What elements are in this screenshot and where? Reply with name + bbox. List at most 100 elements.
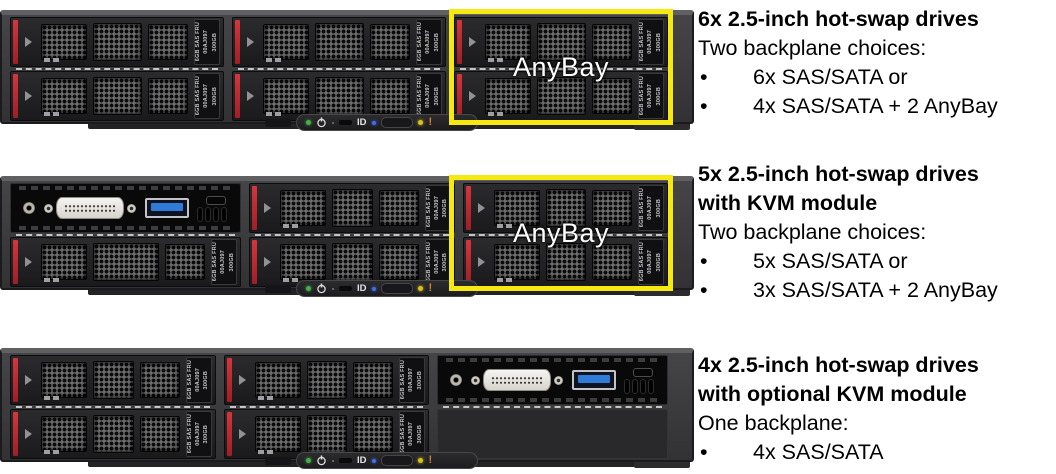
- drive-activity-leds: [257, 396, 273, 400]
- drive-bay: 6GB SAS FRU 00AJ097 300GB: [454, 17, 668, 67]
- drive-fru-label-line: 300GB: [211, 32, 218, 52]
- drive-fru-label-line: 6GB SAS FRU: [400, 414, 407, 454]
- drive-fru-label-line: 300GB: [416, 424, 423, 444]
- drive-bay: 6GB SAS FRU 00AJ097 300GB: [462, 183, 668, 233]
- caption-bullet: • 4x SAS/SATA + 2 AnyBay: [698, 92, 1056, 121]
- drive-fru-label-line: 00AJ097: [203, 30, 210, 54]
- bay-divider: [468, 234, 662, 236]
- drive-activity-leds: [283, 278, 298, 282]
- latch-arrow-icon: [264, 203, 271, 213]
- drive-fru-label-line: 00AJ097: [433, 250, 440, 274]
- drive-column: 6GB SAS FRU 00AJ097 300GB 6GB SAS FRU 00…: [10, 17, 224, 121]
- latch-arrow-icon: [238, 429, 246, 439]
- latch-arrow-icon: [477, 257, 485, 267]
- bay-grille: [41, 362, 87, 398]
- bay-grille: [139, 362, 180, 398]
- drive-fru-label-line: 300GB: [433, 86, 440, 106]
- nmi-button: [339, 120, 352, 125]
- bay-grille: [537, 23, 586, 61]
- hex-nut-icon: [44, 203, 53, 213]
- drive-fru-label-line: 6GB SAS FRU: [425, 188, 432, 228]
- bay-grille: [592, 244, 632, 280]
- bay-grille: [93, 415, 134, 453]
- drive-fru-label-line: 00AJ097: [425, 84, 432, 108]
- bay-grille: [306, 361, 347, 399]
- caption-6-drive: 6x 2.5-inch hot-swap drives Two backplan…: [698, 5, 1056, 121]
- latch-arrow-icon: [25, 257, 32, 267]
- bay-grille: [545, 189, 586, 227]
- connector-pins: [491, 375, 543, 385]
- drive-fru-label-line: 00AJ097: [220, 250, 227, 274]
- nmi-button: [339, 286, 352, 291]
- drive-fru-label-line: 300GB: [228, 252, 235, 272]
- drive-bay: 6GB SAS FRU 00AJ097 300GB: [10, 71, 224, 121]
- identify-led: [371, 120, 376, 125]
- bay-grille: [353, 416, 393, 452]
- hex-nut-icon: [554, 375, 563, 385]
- server-5-drive-kvm: 6GB SAS FRU 00AJ097 300GB 6GB SAS FRU 00…: [0, 175, 694, 300]
- drive-fru-label-line: 00AJ097: [433, 196, 440, 220]
- drive-column: 6GB SAS FRU 00AJ097 300GB: [10, 183, 241, 287]
- drive-fru-label: 6GB SAS FRU 00AJ097 300GB: [416, 19, 442, 65]
- drive-fru-label-line: 6GB SAS FRU: [195, 22, 202, 62]
- latch-arrow-icon: [25, 375, 32, 385]
- latch-arrow-icon: [25, 37, 32, 47]
- bullet-text: 4x SAS/SATA: [753, 440, 884, 464]
- latch-arrow-icon: [477, 203, 485, 213]
- bay-grille: [378, 190, 419, 226]
- power-led: [306, 458, 311, 463]
- drive-column: 6GB SAS FRU 00AJ097 300GB 6GB SAS FRU 00…: [223, 355, 429, 459]
- bay-grille: [315, 77, 364, 115]
- front-operator-panel: ID !: [265, 114, 478, 131]
- warning-led: [417, 120, 423, 125]
- caption-5-drive-kvm: 5x 2.5-inch hot-swap drives with KVM mod…: [698, 160, 1056, 305]
- drive-bay: 6GB SAS FRU 00AJ097 300GB: [232, 17, 446, 67]
- bay-grille: [41, 244, 87, 280]
- serial-connector: [471, 369, 563, 391]
- bay-grille: [148, 78, 188, 114]
- drive-fru-label: 6GB SAS FRU 00AJ097 300GB: [424, 239, 451, 285]
- bay-divider: [443, 406, 662, 408]
- hex-nut-icon: [471, 375, 480, 385]
- usb-tongue: [578, 375, 610, 383]
- bay-divider: [255, 234, 449, 236]
- bay-grille: [41, 416, 87, 452]
- caption-subtitle: One backplane:: [698, 411, 849, 435]
- drive-column: 6GB SAS FRU 00AJ097 300GB 6GB SAS FRU 00…: [10, 355, 216, 459]
- latch-arrow-icon: [247, 37, 254, 47]
- drive-bay: 6GB SAS FRU 00AJ097 300GB: [462, 237, 668, 287]
- bay-grille: [353, 362, 393, 398]
- bullet-text: 3x SAS/SATA + 2 AnyBay: [753, 278, 998, 302]
- drive-bay: 6GB SAS FRU 00AJ097 300GB: [223, 355, 429, 405]
- drive-fru-label-line: 00AJ097: [194, 422, 201, 446]
- drive-fru-label: 6GB SAS FRU 00AJ097 300GB: [194, 73, 220, 119]
- bay-grille: [592, 24, 632, 60]
- drive-bay: 6GB SAS FRU 00AJ097 300GB: [10, 355, 216, 405]
- bay-grille: [263, 78, 309, 114]
- panel-dot: [332, 459, 334, 462]
- kvm-io-cluster: [198, 195, 228, 221]
- panel-dot: [332, 287, 334, 290]
- drive-activity-leds: [257, 450, 273, 454]
- drive-activity-leds: [44, 278, 59, 282]
- micro-usb-port-icon: [633, 367, 653, 377]
- db-connector-icon: [483, 369, 551, 391]
- bullet-glyph: •: [700, 249, 708, 273]
- anybay-label: AnyBay: [512, 217, 610, 248]
- drive-bay: 6GB SAS FRU 00AJ097 300GB: [454, 71, 668, 121]
- bay-divider: [16, 406, 210, 408]
- bullet-glyph: •: [700, 440, 708, 464]
- usb3-port-icon: [572, 370, 616, 390]
- drive-activity-leds: [266, 112, 281, 116]
- caption-bullet: • 4x SAS/SATA: [698, 438, 1056, 467]
- drive-column: 6GB SAS FRU 00AJ097 300GB 6GB SAS FRU 00…: [249, 183, 455, 287]
- identify-led: [371, 458, 376, 463]
- kvm-module: [437, 355, 668, 405]
- fault-indicator: !: [428, 116, 433, 128]
- drive-fru-label-line: 6GB SAS FRU: [186, 414, 193, 454]
- bay-columns: 6GB SAS FRU 00AJ097 300GB 6GB SAS FRU 00…: [10, 355, 668, 459]
- drive-activity-leds: [488, 112, 503, 116]
- screw-icon: [23, 202, 35, 214]
- drive-bay: 6GB SAS FRU 00AJ097 300GB: [10, 17, 224, 67]
- bay-columns: 6GB SAS FRU 00AJ097 300GB 6GB SAS FRU 00…: [10, 183, 668, 287]
